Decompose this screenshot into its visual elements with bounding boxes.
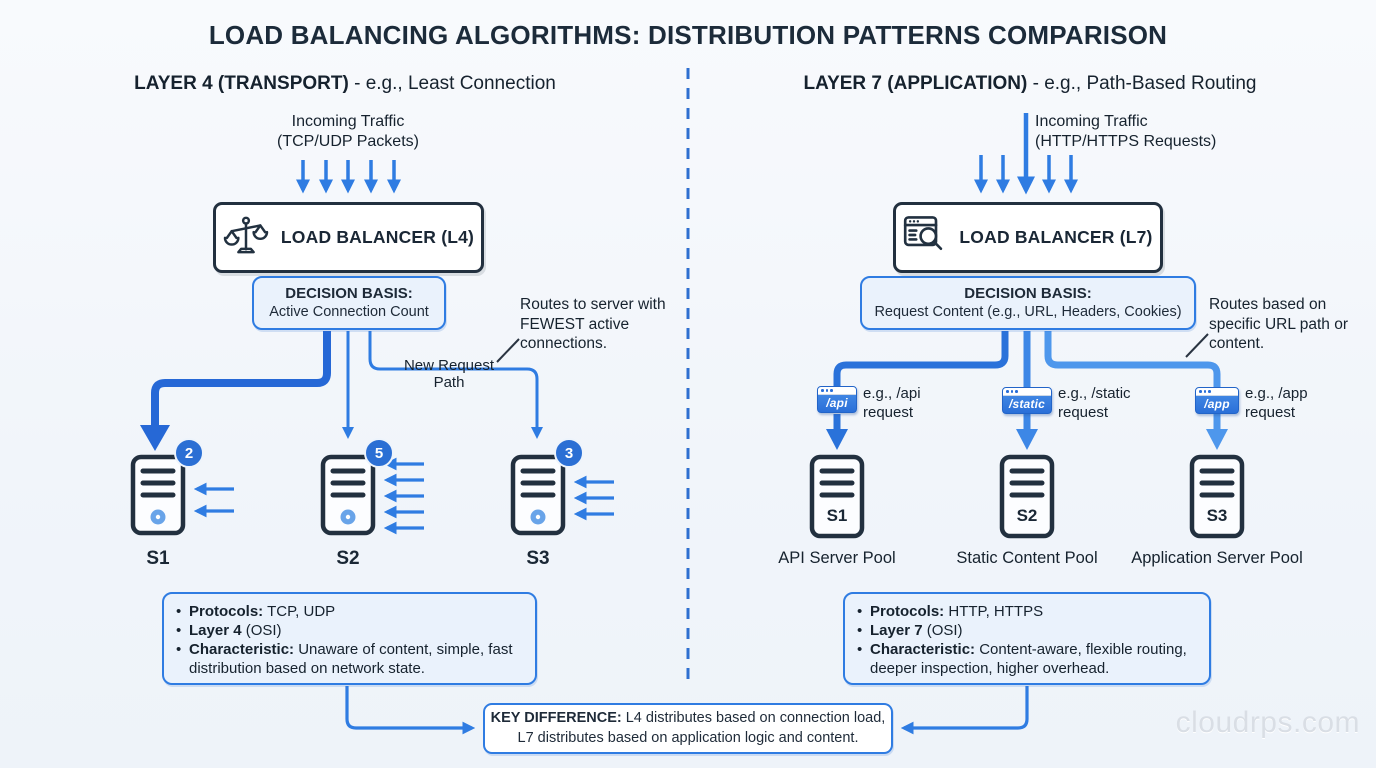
server-label: S1	[146, 548, 170, 569]
pool-label: Static Content Pool	[956, 549, 1098, 567]
pool-label: Application Server Pool	[1131, 549, 1303, 567]
l7-header-rest: - e.g., Path-Based Routing	[1027, 73, 1257, 94]
l4-connection-arrows	[193, 457, 614, 535]
balance-scale-icon	[223, 214, 269, 261]
l7-incoming-label: Incoming Traffic (HTTP/HTTPS Requests)	[1035, 113, 1217, 150]
l7-section-header: LAYER 7 (APPLICATION) - e.g., Path-Based…	[745, 73, 1315, 95]
server-name: S3	[1206, 506, 1228, 525]
l4-annotation: Routes to server with FEWEST active conn…	[520, 296, 666, 352]
page-title: LOAD BALANCING ALGORITHMS: DISTRIBUTION …	[208, 20, 1168, 50]
route-tag-label: /api	[826, 396, 848, 410]
route-tag-label: /app	[1204, 397, 1230, 411]
route-example: e.g., /api request	[863, 385, 921, 421]
l4-header-bold: LAYER 4 (TRANSPORT)	[134, 73, 349, 94]
watermark: cloudrps.com	[1175, 706, 1360, 739]
l4-server-towers	[130, 454, 566, 536]
new-request-path-label: New Request Path	[403, 357, 495, 391]
l4-header-rest: - e.g., Least Connection	[348, 73, 556, 94]
l4-load-balancer-box: LOAD BALANCER (L4)	[213, 202, 484, 273]
l7-info-box: •Protocols: HTTP, HTTPS •Layer 7 (OSI) •…	[843, 592, 1211, 685]
l4-routing-paths	[140, 331, 543, 451]
key-difference-box: KEY DIFFERENCE: L4 distributes based on …	[483, 703, 893, 754]
l7-header-bold: LAYER 7 (APPLICATION)	[803, 73, 1028, 94]
url-tag-icon: /app	[1195, 387, 1239, 414]
connection-count-badge: 3	[554, 438, 584, 468]
browser-inspect-icon	[903, 214, 947, 261]
l4-info-box: •Protocols: TCP, UDP •Layer 4 (OSI) •Cha…	[162, 592, 537, 685]
url-tag-icon: /static	[1002, 387, 1052, 414]
l7-lb-label: LOAD BALANCER (L7)	[959, 227, 1153, 247]
l7-decision-box: DECISION BASIS: Request Content (e.g., U…	[860, 276, 1196, 330]
server-name: S1	[826, 506, 848, 525]
l4-lb-label: LOAD BALANCER (L4)	[280, 227, 475, 247]
server-label: S3	[526, 548, 550, 569]
l4-decision-box: DECISION BASIS: Active Connection Count	[252, 276, 446, 330]
route-tag-label: /static	[1008, 397, 1046, 411]
server-name: S2	[1016, 506, 1038, 525]
connection-count-badge: 2	[174, 438, 204, 468]
route-example: e.g., /static request	[1058, 385, 1131, 421]
connection-count-badge: 5	[364, 438, 394, 468]
url-tag-icon: /api	[817, 386, 857, 413]
l4-incoming-arrows	[296, 160, 401, 194]
l7-annotation-pointer	[1185, 333, 1209, 358]
l4-section-header: LAYER 4 (TRANSPORT) - e.g., Least Connec…	[60, 73, 630, 95]
l7-annotation: Routes based on specific URL path or con…	[1209, 296, 1348, 352]
pool-label: API Server Pool	[778, 549, 896, 567]
l7-load-balancer-box: LOAD BALANCER (L7)	[893, 202, 1163, 273]
server-label: S2	[336, 548, 360, 569]
l4-incoming-label: Incoming Traffic (TCP/UDP Packets)	[277, 113, 419, 150]
route-example: e.g., /app request	[1245, 385, 1308, 421]
